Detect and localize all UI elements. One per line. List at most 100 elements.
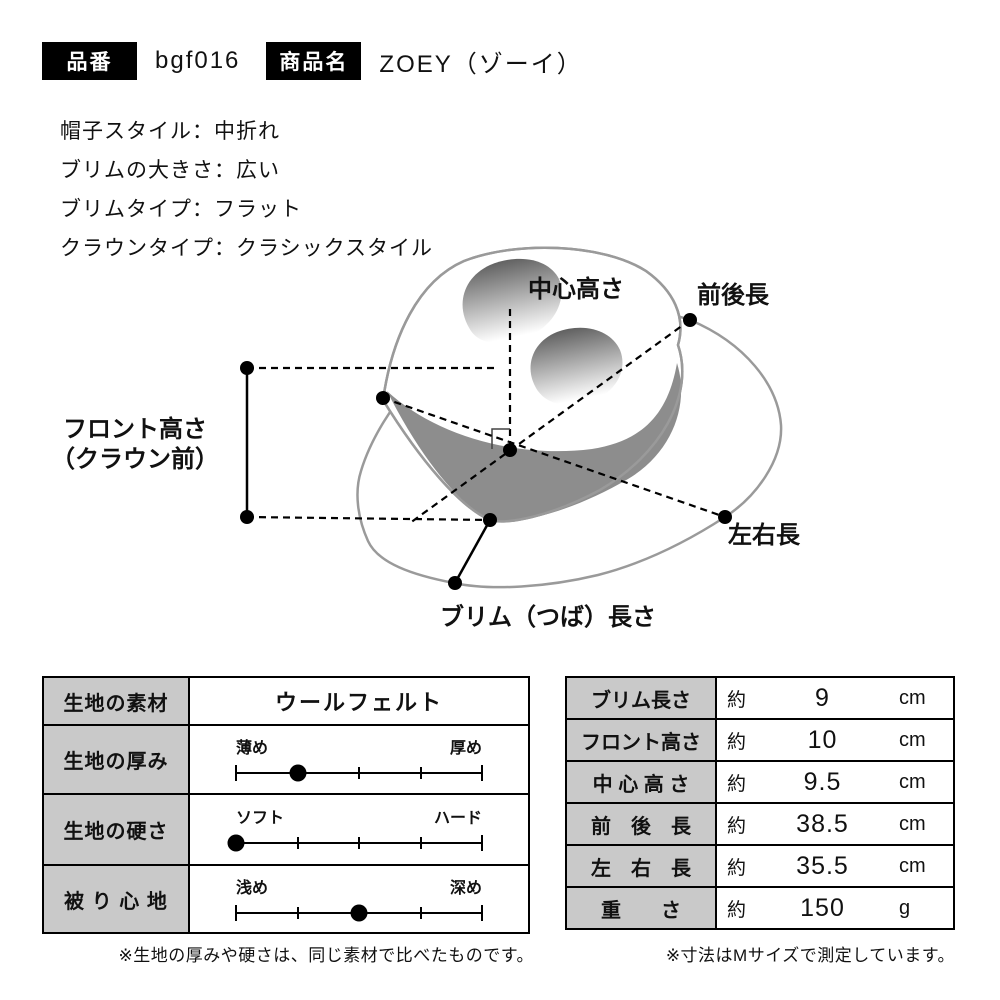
fabric-material-row: 生地の素材 ウールフェルト <box>44 678 528 724</box>
label-front-height-line1: フロント高さ <box>63 415 207 443</box>
fabric-material-value: ウールフェルト <box>274 690 443 715</box>
attribute-crown-type: クラウンタイプ：クラシックスタイル <box>60 237 433 260</box>
fabric-thickness-label: 生地の厚み <box>44 726 190 793</box>
scale-tick <box>296 837 299 849</box>
fabric-hardness-row: 生地の硬さ ソフト ハード <box>44 793 528 864</box>
spec-row-brim-length: ブリム長さ 約 9 cm <box>567 678 953 718</box>
approx-label: 約 <box>727 857 747 879</box>
spec-label: 重 さ <box>567 888 717 928</box>
label-front-height-line2: （クラウン前） <box>51 445 219 473</box>
spec-unit: cm <box>899 770 926 793</box>
spec-value: 38.5 <box>796 809 849 838</box>
spec-label: 中 心 高 さ <box>567 762 717 802</box>
front-back-dashed-line <box>409 319 691 524</box>
left-right-dashed-line <box>382 396 726 519</box>
spec-unit: cm <box>899 812 926 835</box>
fabric-table-footnote: ※生地の厚みや硬さは、同じ素材で比べたものです。 <box>118 946 534 965</box>
scale-tick <box>481 835 483 851</box>
thickness-indicator-dot <box>289 764 306 782</box>
dot-left-brim <box>376 391 390 405</box>
spec-value: 9.5 <box>803 767 842 796</box>
thickness-scale-min-label: 薄め <box>236 740 269 757</box>
scale-tick <box>481 765 483 781</box>
attribute-list: 帽子スタイル：中折れ ブリムの大きさ：広い ブリムタイプ：フラット クラウンタイ… <box>60 112 433 268</box>
spec-label: 左 右 長 <box>567 846 717 886</box>
approx-label: 約 <box>727 899 747 921</box>
thickness-scale-track <box>235 759 483 787</box>
spec-value: 10 <box>807 725 838 754</box>
scale-tick <box>235 765 237 781</box>
hardness-scale-max-label: ハード <box>433 810 482 827</box>
fabric-thickness-row: 生地の厚み 薄め 厚め <box>44 724 528 793</box>
approx-label: 約 <box>727 773 747 795</box>
fit-depth-scale-max-label: 深め <box>449 879 482 897</box>
front-height-bottom-dashed-line <box>246 515 491 522</box>
approx-label: 約 <box>727 689 747 711</box>
spec-row-front-height: フロント高さ 約 10 cm <box>567 718 953 760</box>
label-brim-length: ブリム（つば）長さ <box>440 603 656 631</box>
fit-depth-row: 被 り 心 地 浅め 深め <box>44 864 528 932</box>
hat-measurement-diagram: 中心高さ 前後長 フロント高さ （クラウン前） 左右長 ブリム（つば）長さ <box>51 246 801 631</box>
fit-depth-scale-min-label: 浅め <box>236 879 269 897</box>
product-name-tag: 商品名 <box>266 42 362 80</box>
spec-label: ブリム長さ <box>567 678 717 718</box>
spec-row-left-right-length: 左 右 長 約 35.5 cm <box>567 844 953 886</box>
spec-value-cell: 約 38.5 cm <box>717 804 953 844</box>
scale-tick <box>419 767 422 779</box>
dot-front-height-bottom <box>240 510 254 524</box>
fit-depth-scale-track <box>235 899 483 927</box>
spec-unit: cm <box>899 686 926 709</box>
spec-value-cell: 約 9 cm <box>717 678 953 718</box>
spec-value-cell: 約 35.5 cm <box>717 846 953 886</box>
spec-value-cell: 約 10 cm <box>717 720 953 760</box>
label-front-back-length: 前後長 <box>697 281 770 309</box>
item-number-tag: 品番 <box>42 42 137 80</box>
scale-tick <box>235 904 237 921</box>
fabric-hardness-label: 生地の硬さ <box>44 795 190 864</box>
label-left-right-length: 左右長 <box>728 522 801 549</box>
spec-value: 150 <box>800 893 845 922</box>
spec-row-front-back-length: 前 後 長 約 38.5 cm <box>567 802 953 844</box>
spec-row-weight: 重 さ 約 150 g <box>567 886 953 928</box>
scale-tick <box>358 837 360 849</box>
spec-unit: cm <box>899 728 926 751</box>
dot-front-height-top <box>240 361 254 375</box>
spec-label: フロント高さ <box>567 720 717 760</box>
hardness-indicator-dot <box>227 834 245 852</box>
hardness-scale-track <box>227 829 483 857</box>
attribute-brim-size: ブリムの大きさ：広い <box>60 159 280 182</box>
fit-depth-indicator-dot <box>350 904 368 921</box>
hat-ribbon <box>387 363 682 521</box>
dot-right-brim <box>718 510 732 524</box>
scale-tick <box>358 767 360 779</box>
spec-unit: cm <box>899 854 926 877</box>
fit-depth-scale: 浅め 深め <box>190 866 528 932</box>
scale-tick <box>481 904 483 921</box>
dot-center <box>503 443 517 457</box>
product-name-value: ZOEY（ゾーイ） <box>379 50 583 78</box>
header: 品番 bgf016 商品名 ZOEY（ゾーイ） <box>42 42 583 80</box>
hardness-scale-min-label: ソフト <box>236 810 285 827</box>
spec-value-cell: 約 9.5 cm <box>717 762 953 802</box>
thickness-scale: 薄め 厚め <box>190 726 528 793</box>
spec-value: 35.5 <box>796 851 849 880</box>
spec-value-cell: 約 150 g <box>717 888 953 928</box>
attribute-hat-style: 帽子スタイル：中折れ <box>60 120 280 143</box>
fabric-spec-table: 生地の素材 ウールフェルト 生地の厚み 薄め 厚め <box>42 676 530 934</box>
right-angle-mark <box>491 428 510 449</box>
dot-brim-front-edge <box>448 576 462 590</box>
scale-tick <box>296 906 299 919</box>
spec-row-center-height: 中 心 高 さ 約 9.5 cm <box>567 760 953 802</box>
scale-tick <box>419 906 422 919</box>
fabric-material-label: 生地の素材 <box>44 678 190 724</box>
approx-label: 約 <box>727 731 747 753</box>
spec-value: 9 <box>815 683 830 712</box>
hat-crown-dent-left <box>462 258 562 343</box>
brim-length-line <box>453 519 492 584</box>
dot-crown-front-base <box>483 513 497 527</box>
hardness-scale: ソフト ハード <box>190 795 528 864</box>
label-center-height: 中心高さ <box>528 275 624 303</box>
item-number-value: bgf016 <box>155 47 241 74</box>
dot-back-brim <box>683 313 697 327</box>
